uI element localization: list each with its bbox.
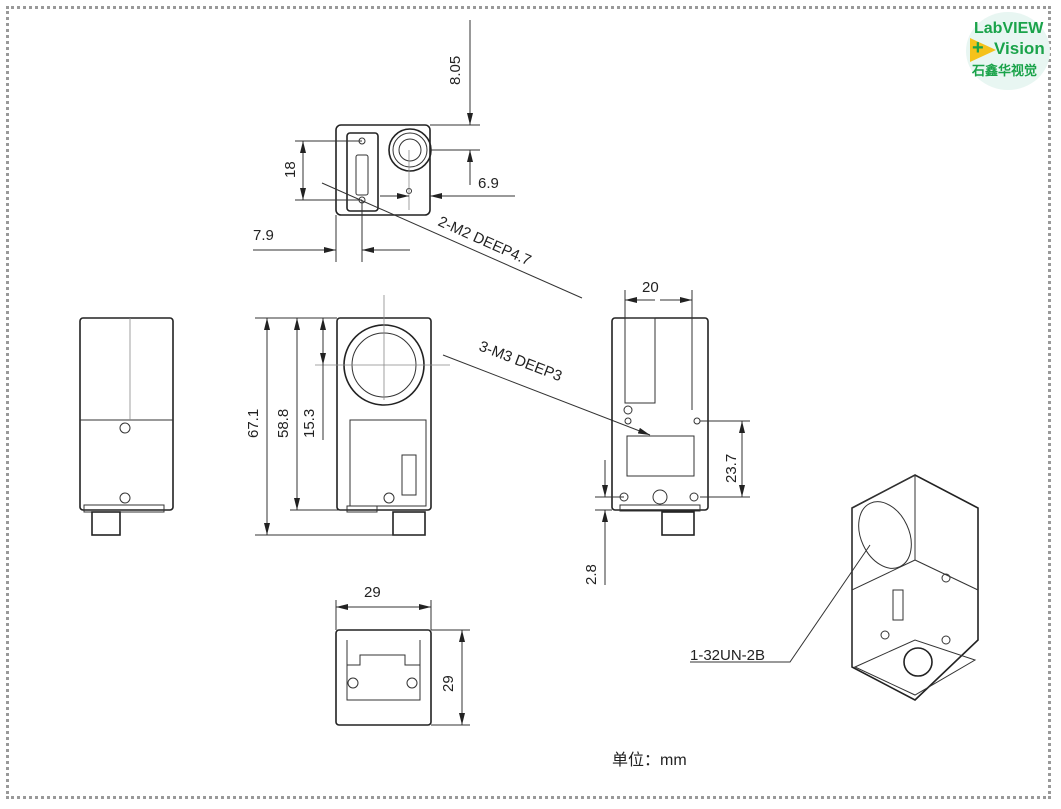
play-triangle-icon — [970, 38, 996, 62]
right-view: 20 23.7 2.8 — [583, 279, 750, 585]
callout-m3: 3-M3 DEEP3 — [477, 338, 565, 385]
logo-line2: Vision — [994, 39, 1045, 58]
dim-7.9: 7.9 — [253, 227, 274, 244]
front-view: 67.1 58.8 15.3 3-M3 DEEP3 — [245, 295, 651, 536]
unit-label: 单位：mm — [612, 752, 687, 769]
dim-15.3: 15.3 — [301, 409, 318, 438]
dim-29-height: 29 — [440, 675, 457, 692]
brand-logo: + LabVIEW Vision 石鑫华视觉 — [966, 12, 1050, 90]
dim-20: 20 — [642, 279, 659, 296]
dim-8.05: 8.05 — [447, 56, 464, 85]
logo-plus: + — [972, 37, 984, 59]
logo-line1: LabVIEW — [974, 20, 1044, 37]
dim-67.1: 67.1 — [245, 409, 262, 438]
left-view — [79, 317, 174, 536]
callout-m2: 2-M2 DEEP4.7 — [435, 213, 533, 269]
dim-29-width: 29 — [364, 584, 381, 601]
drawing-frame — [6, 6, 1051, 799]
logo-line3: 石鑫华视觉 — [972, 63, 1038, 78]
dim-6.9: 6.9 — [478, 175, 499, 192]
top-view: 8.05 6.9 18 7.9 2-M2 DEEP4.7 — [253, 20, 583, 299]
isometric-view: 1-32UN-2B — [690, 474, 979, 701]
callout-lens-mount: 1-32UN-2B — [690, 647, 765, 664]
dim-58.8: 58.8 — [275, 409, 292, 438]
dim-2.8: 2.8 — [583, 564, 600, 585]
bottom-view: 29 29 — [335, 584, 470, 726]
dim-23.7: 23.7 — [723, 454, 740, 483]
dim-18: 18 — [282, 161, 299, 178]
